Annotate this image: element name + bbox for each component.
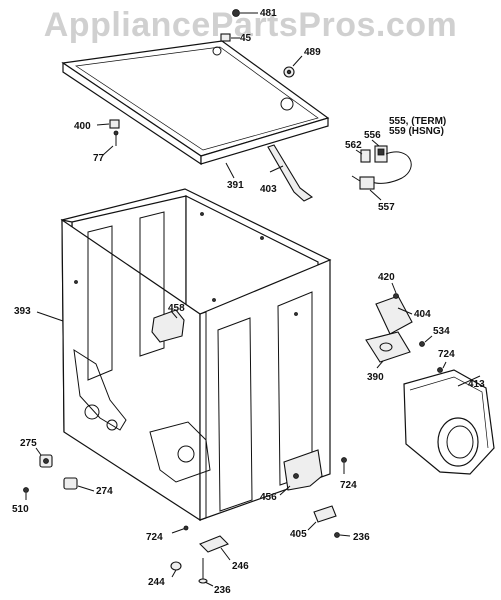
label-489: 489 [304,47,321,58]
part-274 [63,477,95,492]
leg-bracket-246 [199,535,231,561]
label-274: 274 [96,486,113,497]
label-458: 458 [168,303,185,314]
label-236-bottom: 236 [214,585,231,596]
clip-45 [220,33,240,42]
label-400: 400 [74,121,91,132]
label-236-upper: 236 [353,532,370,543]
label-724-mid: 724 [438,349,455,360]
label-534: 534 [433,326,450,337]
terminal-housing-556 [371,139,388,163]
screw-236-upper [334,532,351,538]
bracket-458 [151,309,185,343]
label-77: 77 [93,153,105,164]
bracket-404 [375,295,413,335]
label-510: 510 [12,504,29,515]
label-403: 403 [260,184,277,195]
label-275: 275 [20,438,37,449]
leader-391 [225,162,235,179]
label-420: 420 [378,272,395,283]
front-bulkhead-413 [403,369,495,475]
label-390: 390 [367,372,384,383]
label-556: 556 [364,130,381,141]
watermark: AppliancePartsPros.com [43,6,458,44]
screw-481 [232,9,258,17]
label-393: 393 [14,306,31,317]
clip-400 [96,119,120,129]
screw-724-front [341,457,347,474]
label-481: 481 [260,8,277,19]
leg-236-bottom [198,558,214,587]
label-405: 405 [290,529,307,540]
label-391: 391 [227,180,244,191]
screw-77 [102,130,119,156]
label-724-front: 724 [340,480,357,491]
label-555-term: 555, (TERM) [389,116,446,127]
screw-724-bottom [171,525,189,534]
screw-420 [391,282,399,299]
part-275 [35,447,53,468]
label-562: 562 [345,140,362,151]
cabinet-393 [60,188,332,522]
label-45: 45 [240,33,252,44]
bracket-405 [307,505,337,531]
label-557: 557 [378,202,395,213]
label-246: 246 [232,561,249,572]
hinge-strip-403 [267,144,314,202]
cord-557 [351,151,412,201]
bracket-456 [279,449,323,496]
label-456: 456 [260,492,277,503]
label-413: 413 [468,379,485,390]
label-724-bottom: 724 [146,532,163,543]
label-559-hsng: 559 (HSNG) [389,126,444,137]
label-244: 244 [148,577,165,588]
top-cover [61,40,330,166]
bumper-489 [283,55,303,78]
plate-390 [365,331,411,369]
foot-244 [170,561,182,578]
label-404: 404 [414,309,431,320]
screw-534 [419,335,433,347]
leader-393 [36,311,64,322]
screw-510 [23,487,29,500]
screw-724-mid [437,361,447,373]
terminal-562 [355,149,371,163]
